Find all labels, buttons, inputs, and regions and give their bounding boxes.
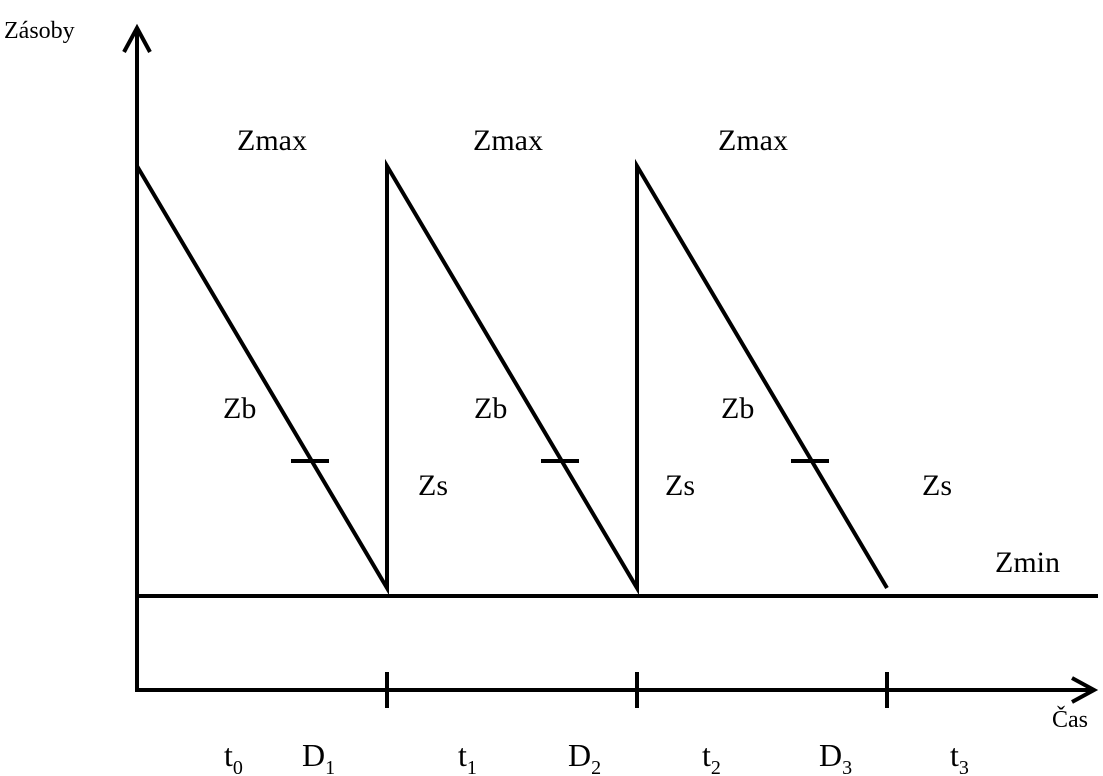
period-label-t2: t2 — [702, 737, 721, 776]
y-axis-label: Zásoby — [4, 18, 75, 44]
period-label-t0: t0 — [224, 737, 243, 776]
zb-label-3: Zb — [721, 392, 754, 425]
zb-label-2: Zb — [474, 392, 507, 425]
zmax-label-2: Zmax — [473, 124, 543, 157]
delivery-label-d2: D2 — [568, 737, 601, 776]
zs-label-1: Zs — [418, 469, 448, 502]
x-axis-label: Čas — [1052, 706, 1088, 733]
zb-label-1: Zb — [223, 392, 256, 425]
inventory-level-line — [135, 158, 889, 596]
zs-label-2: Zs — [665, 469, 695, 502]
period-label-t1: t1 — [458, 737, 477, 776]
period-label-t3: t3 — [950, 737, 969, 776]
zs-label-3: Zs — [922, 469, 952, 502]
zmax-label-3: Zmax — [718, 124, 788, 157]
delivery-label-d3: D3 — [819, 737, 852, 776]
y-axis-arrowhead — [122, 23, 152, 53]
zmin-label: Zmin — [995, 546, 1060, 579]
delivery-label-d1: D1 — [302, 737, 335, 776]
x-axis-arrowhead — [1071, 676, 1099, 704]
zmax-label-1: Zmax — [237, 124, 307, 157]
